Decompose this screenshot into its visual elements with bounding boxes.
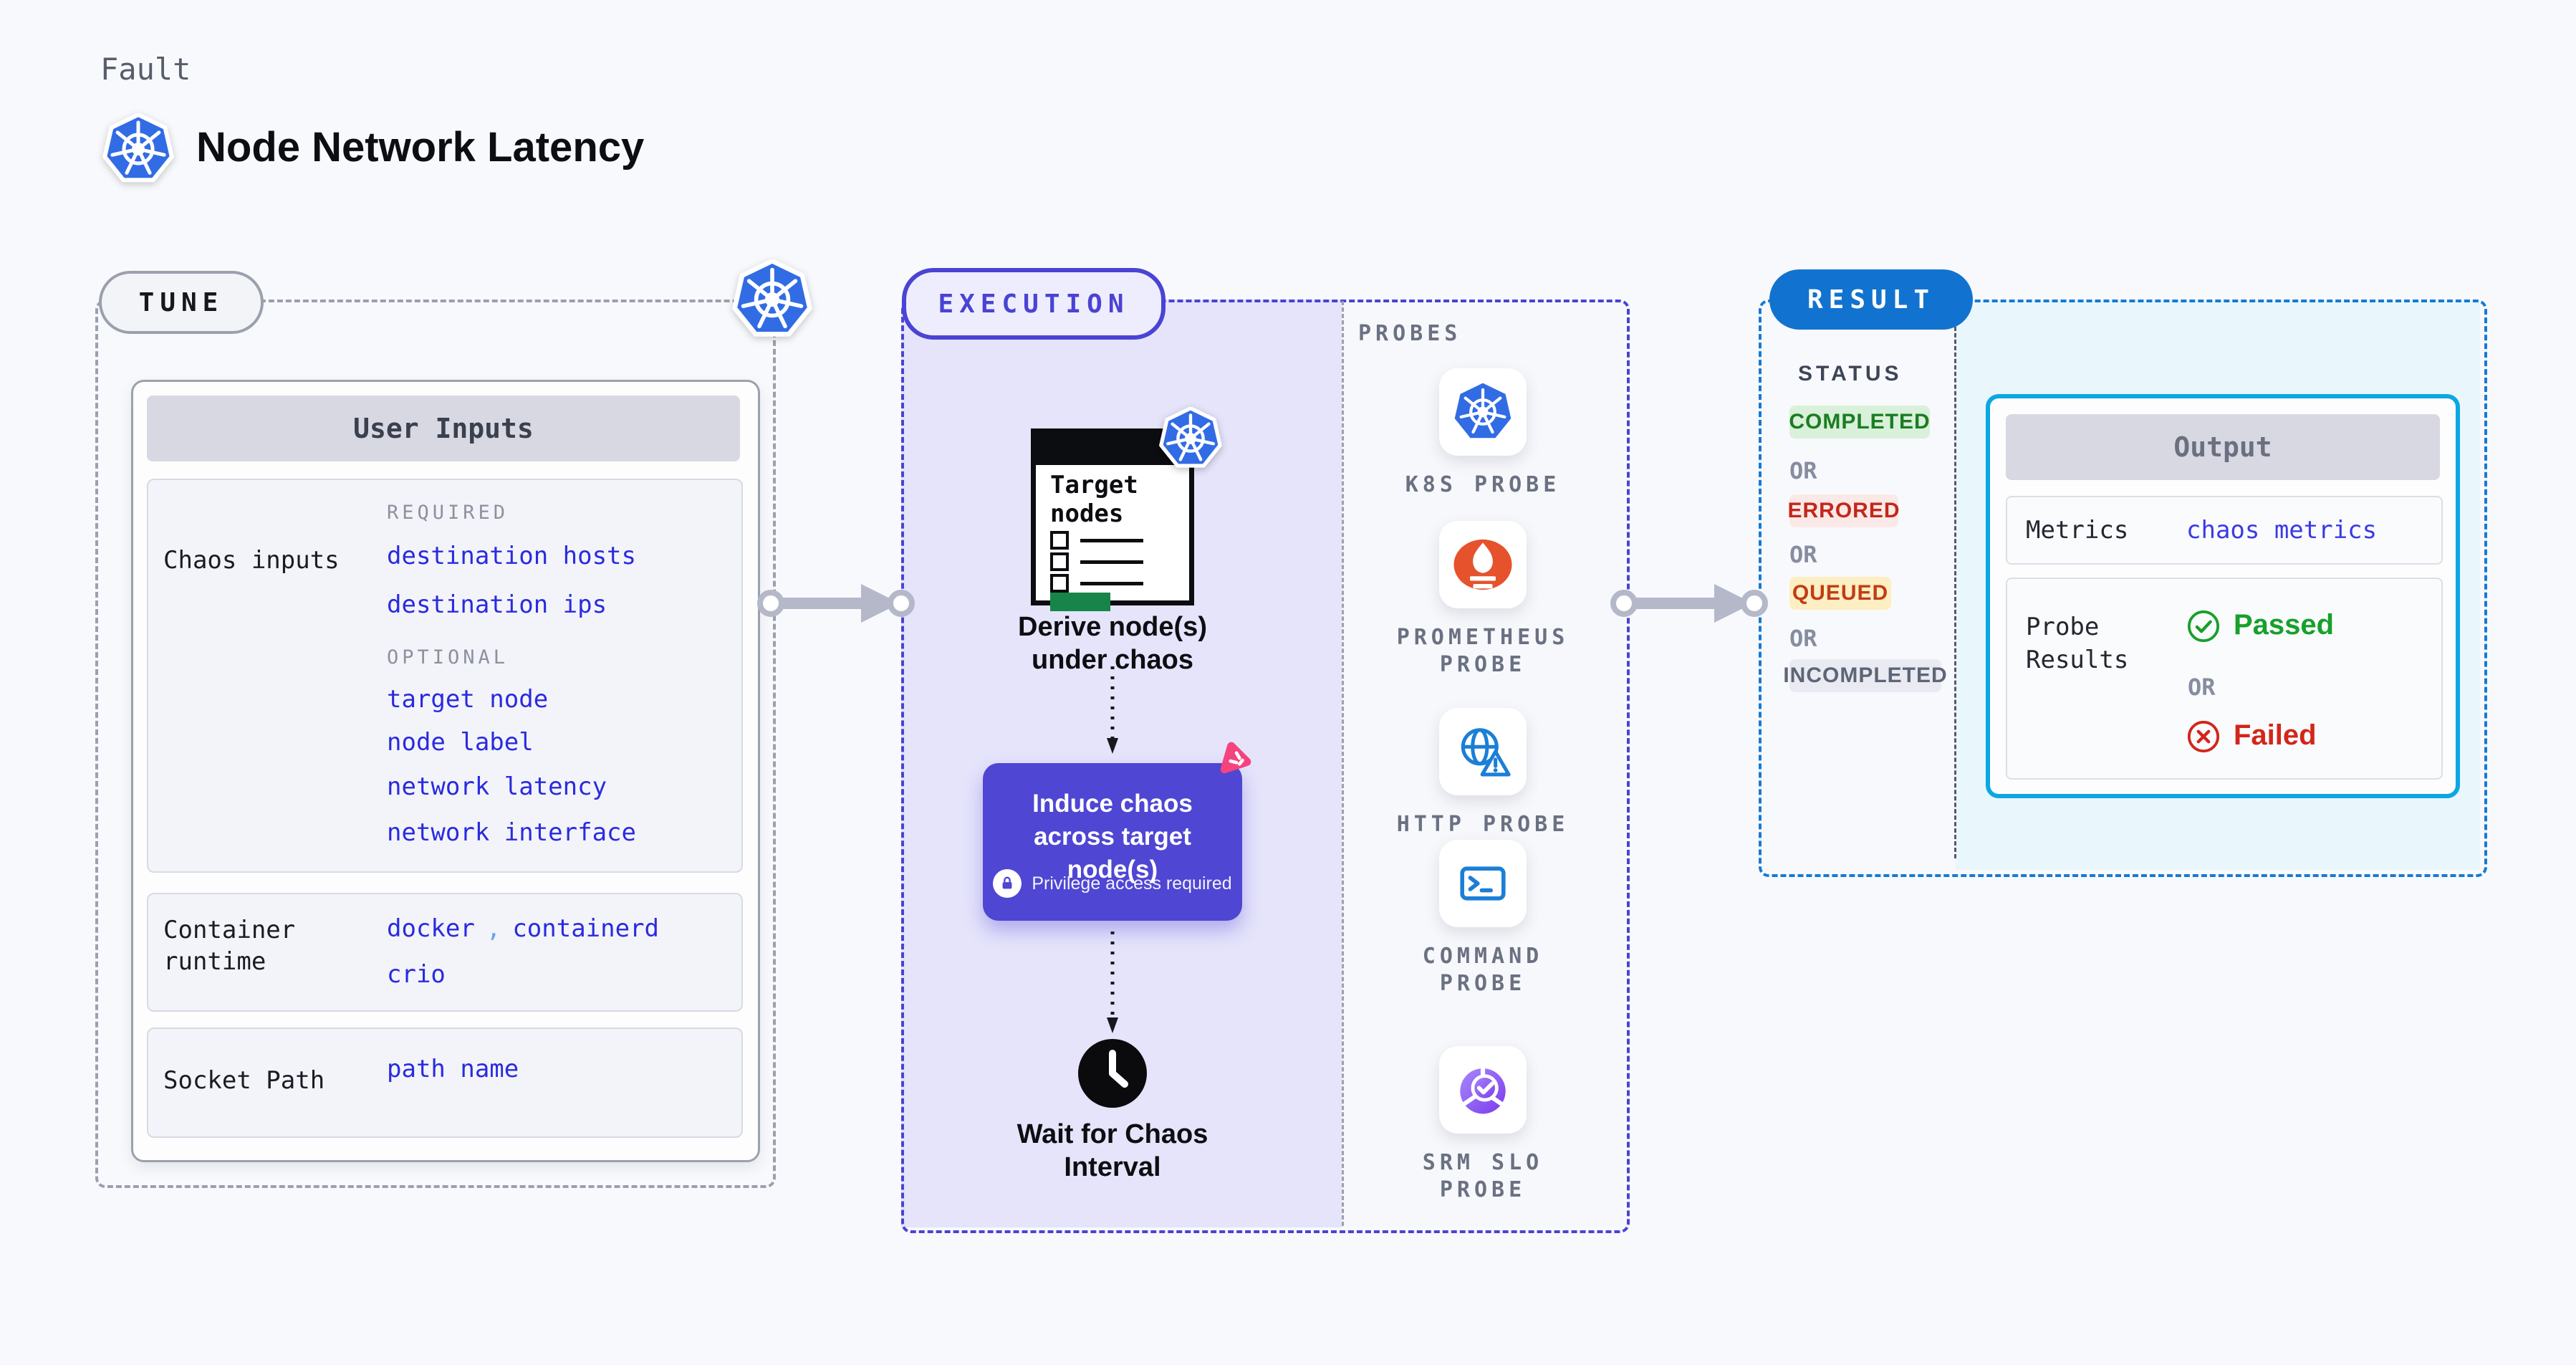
probe-label: PROMETHEUS PROBE — [1396, 625, 1570, 677]
srm-slo-probe-card — [1439, 1046, 1527, 1134]
x-circle-icon — [2186, 719, 2221, 754]
command-probe-card — [1439, 840, 1527, 927]
prometheus-icon — [1451, 532, 1515, 597]
probe-label: SRM SLO PROBE — [1422, 1150, 1544, 1202]
link-network-interface[interactable]: network interface — [387, 818, 636, 847]
status-badge-incompleted: INCOMPLETED — [1783, 659, 1947, 692]
optional-heading: OPTIONAL — [387, 646, 509, 669]
status-heading: STATUS — [1798, 362, 1903, 385]
probe-label: K8S PROBE — [1405, 472, 1561, 497]
induce-chaos-card: Induce chaos across target node(s) Privi… — [983, 763, 1242, 921]
link-containerd[interactable]: containerd — [512, 914, 660, 943]
kubernetes-icon — [102, 113, 174, 185]
socket-path-label: Socket Path — [163, 1066, 325, 1095]
http-probe-card — [1439, 708, 1527, 795]
status-badge-errored: ERRORED — [1788, 494, 1900, 527]
status-badge-completed: COMPLETED — [1789, 406, 1930, 439]
lock-icon — [993, 869, 1022, 898]
derive-nodes-label: Derive node(s) under chaos — [1018, 612, 1207, 675]
link-path-name[interactable]: path name — [387, 1055, 519, 1083]
metrics-label: Metrics — [2026, 516, 2129, 545]
http-globe-warning-icon — [1453, 722, 1513, 782]
probe-results-row: Probe Results Passed OR Failed — [2006, 578, 2443, 780]
metrics-row: Metrics chaos metrics — [2006, 496, 2443, 565]
execution-to-result-arrow — [1607, 582, 1772, 625]
result-section-frame — [1759, 300, 2487, 877]
comma-separator: , — [486, 914, 501, 943]
failed-label: Failed — [2234, 719, 2317, 751]
or-separator: OR — [1789, 457, 1817, 484]
output-title: Output — [2006, 414, 2440, 480]
required-heading: REQUIRED — [387, 502, 509, 524]
socket-path-row — [147, 1028, 743, 1138]
k8s-probe-card — [1439, 368, 1527, 456]
target-nodes-document: Target nodes — [1031, 428, 1194, 611]
induce-chaos-title: Induce chaos across target node(s) — [1032, 790, 1193, 883]
link-crio[interactable]: crio — [387, 960, 446, 989]
probes-divider — [1342, 301, 1344, 1226]
execution-section-frame — [901, 300, 1630, 1233]
check-circle-icon — [2186, 609, 2221, 643]
litmus-chaos-icon — [1216, 739, 1254, 777]
dotted-arrow-down — [1105, 931, 1120, 1035]
metrics-value-link[interactable]: chaos metrics — [2186, 516, 2378, 545]
target-nodes-title: Target nodes — [1050, 471, 1138, 528]
green-progress-bar — [1050, 593, 1110, 611]
kubernetes-icon — [1159, 407, 1222, 470]
kubernetes-icon — [732, 259, 812, 340]
slo-chart-check-icon — [1451, 1058, 1514, 1121]
user-inputs-title: User Inputs — [147, 396, 740, 461]
tune-section-frame — [95, 300, 776, 1188]
wait-interval-label: Wait for Chaos Interval — [1017, 1119, 1208, 1182]
status-badge-queued: QUEUED — [1789, 577, 1891, 610]
fault-eyebrow: Fault — [100, 52, 191, 87]
chaos-inputs-row — [147, 479, 743, 873]
output-card: Output Metrics chaos metrics Probe Resul… — [1986, 394, 2460, 798]
privilege-note: Privilege access required — [1032, 873, 1232, 894]
probe-label: COMMAND PROBE — [1422, 944, 1544, 996]
tune-to-execution-arrow — [754, 582, 918, 625]
passed-label: Passed — [2234, 609, 2335, 641]
chaos-inputs-label: Chaos inputs — [163, 546, 340, 575]
link-target-node[interactable]: target node — [387, 685, 549, 714]
execution-badge: EXECUTION — [902, 268, 1166, 340]
or-separator: OR — [2188, 674, 2216, 701]
container-runtime-row — [147, 893, 743, 1012]
terminal-icon — [1454, 855, 1512, 912]
or-separator: OR — [1789, 541, 1817, 568]
result-badge: RESULT — [1769, 269, 1973, 330]
kubernetes-icon — [1453, 382, 1513, 442]
page-title: Node Network Latency — [196, 124, 645, 171]
link-destination-ips[interactable]: destination ips — [387, 590, 607, 619]
probe-results-label: Probe Results — [2026, 613, 2129, 674]
link-destination-hosts[interactable]: destination hosts — [387, 542, 636, 570]
result-divider — [1954, 314, 1956, 858]
container-runtime-label: Container runtime — [163, 916, 296, 976]
or-separator: OR — [1789, 625, 1817, 652]
link-network-latency[interactable]: network latency — [387, 772, 607, 801]
probe-label: HTTP PROBE — [1396, 812, 1570, 837]
dotted-arrow-down — [1105, 666, 1120, 756]
tune-badge: TUNE — [99, 271, 264, 334]
link-docker[interactable]: docker — [387, 914, 475, 943]
prometheus-probe-card — [1439, 521, 1527, 608]
clock-icon — [1077, 1038, 1148, 1109]
link-node-label[interactable]: node label — [387, 728, 534, 757]
probes-heading: PROBES — [1358, 321, 1462, 346]
